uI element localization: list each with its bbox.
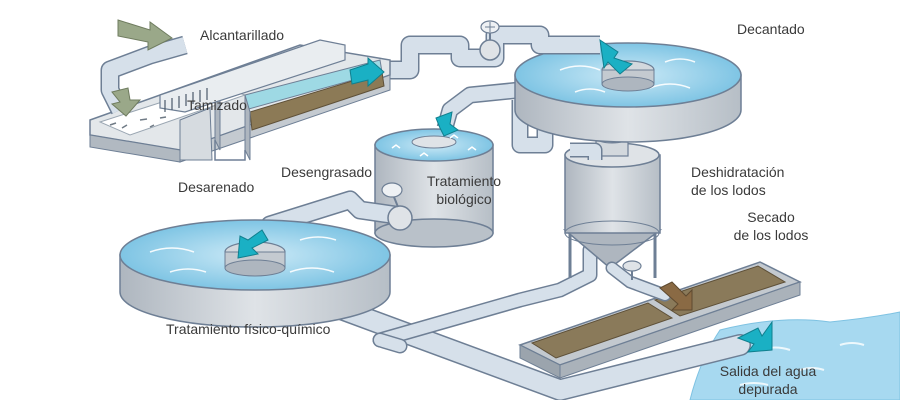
bio-valve-icon xyxy=(381,182,413,231)
label-tratamiento-fisico-quimico: Tratamiento físico-químico xyxy=(166,321,331,337)
sewer-inflow-arrow-icon xyxy=(117,19,173,51)
bio-flow-arrow-icon xyxy=(435,111,459,137)
physchem-flow-arrow-icon xyxy=(237,229,269,259)
sludge-drying-beds xyxy=(518,261,802,379)
sludge-dewatering-silo xyxy=(562,132,663,278)
sludge-flow-arrow-icon xyxy=(659,281,693,311)
screening-inflow-arrow-icon xyxy=(110,87,142,117)
label-salida-agua-depurada: Salida del agua depurada xyxy=(719,363,817,397)
degreaser-outflow-arrow-icon xyxy=(349,56,385,88)
silo-feed-pipe xyxy=(570,142,603,160)
river-ripples xyxy=(739,342,865,386)
outflow-arrow-icon xyxy=(736,320,773,353)
label-secado: Secado de los lodos xyxy=(733,209,809,243)
grit-trench xyxy=(214,140,246,161)
pretreatment-channel xyxy=(89,39,391,163)
label-alcantarillado: Alcantarillado xyxy=(200,27,285,43)
top-valve-icon xyxy=(479,20,501,61)
settling-tank xyxy=(514,42,742,143)
decanter-flow-arrow-icon xyxy=(599,38,634,75)
physchem-outlet-stub xyxy=(372,332,408,354)
label-desarenado: Desarenado xyxy=(178,179,255,195)
sewer-inlet-pipe xyxy=(100,35,188,115)
sludge-return-pipe xyxy=(372,242,598,348)
decanter-to-bio-pipe xyxy=(436,81,529,131)
silo-to-beds-pipe xyxy=(605,261,672,302)
label-desengrasado: Desengrasado xyxy=(281,164,373,180)
river-outlet xyxy=(689,311,900,400)
label-deshidratacion: Deshidratación de los lodos xyxy=(691,164,785,198)
label-tamizado: Tamizado xyxy=(187,97,247,113)
label-decantado: Decantado xyxy=(737,21,805,37)
label-tratamiento-biologico: Tratamiento biológico xyxy=(426,173,502,207)
sludge-valve-icon xyxy=(622,260,642,280)
main-transfer-pipe xyxy=(380,25,600,80)
